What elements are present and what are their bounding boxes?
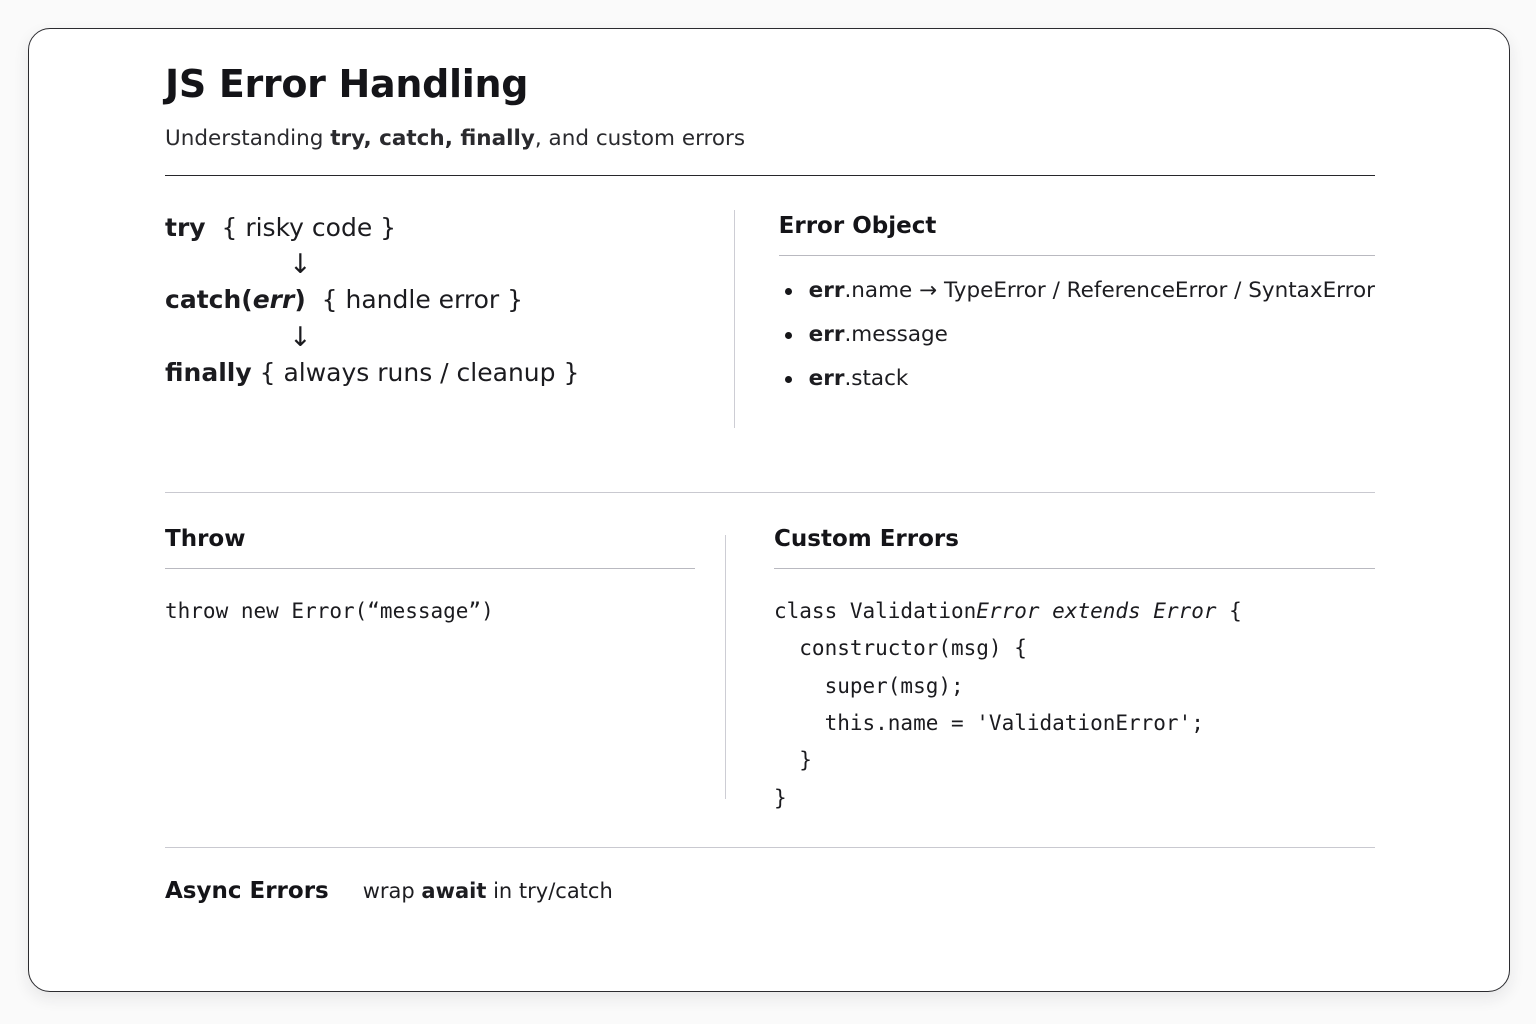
content-card: JS Error Handling Understanding try, cat…: [28, 28, 1510, 992]
custom-errors-panel: Custom Errors class ValidationError exte…: [726, 525, 1375, 818]
custom-code-line1-italic: Error extends Error: [976, 598, 1217, 623]
custom-code-body: constructor(msg) { super(msg); this.name…: [774, 636, 1204, 810]
flow-step-catch: catch(err) { handle error }: [165, 286, 734, 314]
custom-errors-heading: Custom Errors: [774, 525, 959, 552]
flow-catch-variable: err: [252, 285, 295, 315]
top-section: try { risky code } ↓ catch(err) { handle…: [165, 202, 1375, 446]
err-message-suffix: .message: [844, 321, 948, 347]
throw-heading: Throw: [165, 525, 246, 552]
card-inner: JS Error Handling Understanding try, cat…: [165, 62, 1375, 904]
throw-underline: [165, 567, 695, 569]
flow-catch-keyword: catch(: [165, 285, 253, 315]
subtitle-tail: , and custom errors: [534, 125, 746, 151]
err-name-suffix: .name: [844, 277, 913, 303]
err-name-values: TypeError / ReferenceError / SyntaxError: [943, 277, 1375, 303]
err-name-prop: err: [808, 277, 845, 303]
list-item: err.stack: [779, 366, 1375, 392]
error-object-heading: Error Object: [778, 212, 937, 239]
section-divider-bottom: [165, 847, 1375, 849]
async-note-keyword: await: [421, 879, 487, 904]
subtitle-keywords: try, catch, finally: [330, 125, 535, 151]
custom-errors-underline: [774, 567, 1375, 569]
async-errors-section: Async Errors wrap await in try/catch: [165, 878, 1375, 904]
flow-step-try: try { risky code }: [165, 212, 734, 242]
custom-code-line1-plain: class Validation: [774, 598, 977, 623]
flow-step-finally: finally { always runs / cleanup }: [165, 357, 734, 387]
list-item: err.name → TypeError / ReferenceError / …: [779, 278, 1375, 304]
async-errors-note: wrap await in try/catch: [363, 879, 613, 903]
async-note-tail: in try/catch: [486, 879, 613, 904]
flow-arrow-down-icon: ↓: [289, 249, 312, 281]
flow-finally-body: { always runs / cleanup }: [259, 357, 580, 387]
flow-finally-keyword: finally: [165, 357, 252, 387]
flow-catch-close-paren: ): [294, 285, 306, 315]
err-stack-prop: err: [808, 365, 845, 391]
err-stack-suffix: .stack: [844, 365, 909, 391]
custom-errors-code-snippet: class ValidationError extends Error { co…: [774, 593, 1375, 817]
list-item: err.message: [779, 322, 1375, 348]
section-divider-middle: [165, 491, 1375, 493]
flow-try-body: { risky code }: [221, 212, 397, 242]
top-vertical-divider: [733, 209, 735, 428]
custom-code-line1-tail: {: [1216, 598, 1242, 623]
async-errors-label: Async Errors: [165, 878, 329, 905]
flow-catch-body: { handle error }: [321, 285, 524, 315]
header-divider: [165, 174, 1375, 176]
error-object-underline: [778, 254, 1375, 256]
middle-section: Throw throw new Error(“message”) Custom …: [165, 525, 1375, 818]
page-title: JS Error Handling: [165, 62, 529, 106]
error-object-panel: Error Object err.name → TypeError / Refe…: [735, 202, 1375, 446]
async-note-lead: wrap: [362, 879, 422, 904]
flow-arrow-down-icon-2: ↓: [289, 321, 312, 353]
subtitle-lead: Understanding: [165, 125, 331, 151]
err-message-prop: err: [808, 321, 845, 347]
throw-code-snippet: throw new Error(“message”): [165, 598, 494, 623]
page-subtitle: Understanding try, catch, finally, and c…: [165, 125, 1375, 153]
flow-try-keyword: try: [165, 212, 206, 242]
right-arrow-icon: →: [919, 277, 938, 303]
flow-column: try { risky code } ↓ catch(err) { handle…: [165, 202, 734, 446]
middle-vertical-divider: [725, 534, 726, 800]
throw-panel: Throw throw new Error(“message”): [165, 525, 725, 818]
error-object-list: err.name → TypeError / ReferenceError / …: [779, 278, 1375, 391]
